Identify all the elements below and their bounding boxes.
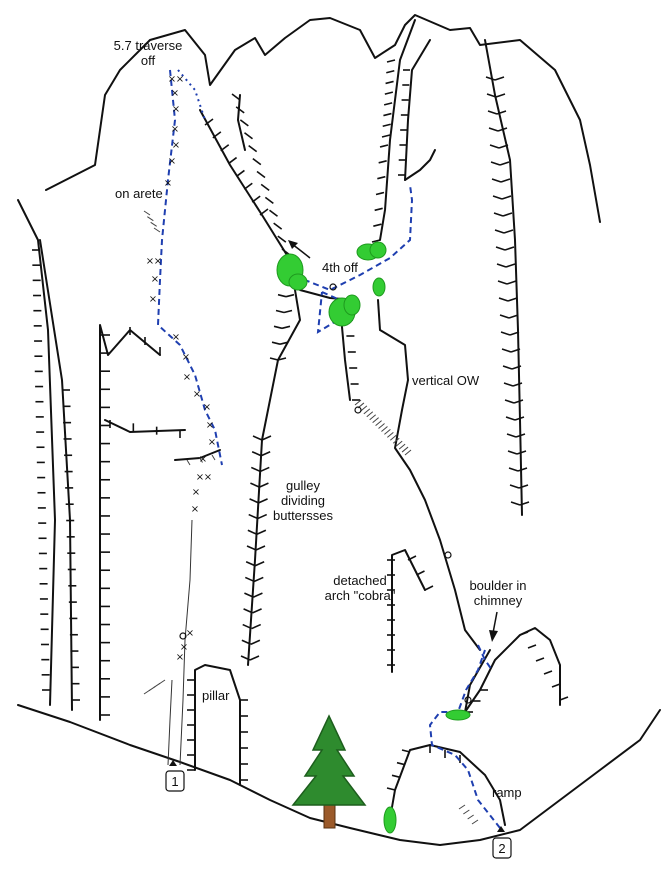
bush-icon xyxy=(372,277,386,297)
route-2-line xyxy=(428,649,501,829)
detached-arch-label: detached xyxy=(333,573,387,588)
bush-icon xyxy=(356,241,387,261)
gulley-label: gulley xyxy=(286,478,320,493)
vertical-ow-outline xyxy=(377,299,481,651)
left-roof-outline xyxy=(104,419,186,433)
bolt-icon: × xyxy=(149,294,157,305)
start-marker-label: 1 xyxy=(171,774,178,789)
bolt-icon: × xyxy=(203,402,211,413)
bolt-icon: × xyxy=(182,352,190,363)
start1-thin-line-2 xyxy=(167,679,173,766)
bolt-icon: × xyxy=(180,642,188,653)
detached-arch-label-2: arch "cobra" xyxy=(325,588,396,603)
bolt-icon: × xyxy=(171,88,179,99)
bolt-icon: × xyxy=(208,437,216,448)
gulley-crack xyxy=(199,109,301,666)
arrow-up-icon xyxy=(288,240,311,259)
piton-icon xyxy=(354,406,362,414)
right-corner-crack xyxy=(484,39,523,516)
protection-marks: ××××××××××××××××××××××××××× xyxy=(146,74,472,704)
boulder-label-2: chimney xyxy=(474,593,523,608)
gray-hatching xyxy=(143,210,479,825)
gulley-label-3: buttersses xyxy=(273,508,333,523)
vegetation xyxy=(276,241,471,834)
bolt-icon: × xyxy=(176,652,184,663)
bolt-icon: × xyxy=(192,487,200,498)
left-wall-outline xyxy=(17,199,56,706)
bolt-icon: × xyxy=(164,178,172,189)
bolt-icon: × xyxy=(151,274,159,285)
boulder-label: boulder in xyxy=(469,578,526,593)
bolt-icon: × xyxy=(199,454,207,465)
bolt-icon: × xyxy=(191,504,199,515)
ground-line xyxy=(17,704,661,846)
bush-icon xyxy=(276,253,308,291)
bolt-icon: × xyxy=(154,256,162,267)
cobra-arch-outline xyxy=(391,549,426,673)
bush-icon xyxy=(328,294,361,327)
left-flake-outline xyxy=(99,324,161,721)
right-step-outline xyxy=(404,149,436,181)
route-1-line xyxy=(156,69,223,466)
bush-icon xyxy=(445,709,471,721)
rock-outlines xyxy=(17,14,661,846)
bolt-icon: × xyxy=(172,104,180,115)
vertical-ow-label: vertical OW xyxy=(412,373,480,388)
bolt-icon: × xyxy=(193,389,201,400)
skyline-outline xyxy=(45,14,601,223)
traverse-label-2: off xyxy=(141,53,156,68)
piton-icon xyxy=(179,632,187,640)
left-wall-outline-2 xyxy=(39,239,73,711)
start-marker-2: 2 xyxy=(492,826,512,859)
bolt-icon: × xyxy=(196,472,204,483)
bolt-icon: × xyxy=(172,140,180,151)
left-ledge-outline xyxy=(174,449,221,461)
arrow-down-icon xyxy=(489,611,498,642)
labels: 5.7 traverse off on arete 4th off vertic… xyxy=(114,38,527,800)
traverse-label: 5.7 traverse xyxy=(114,38,183,53)
bolt-icon: × xyxy=(186,628,194,639)
pillar-outline xyxy=(194,664,241,786)
start-marker-1: 1 xyxy=(165,760,185,792)
bolt-icon: × xyxy=(206,420,214,431)
rock-hatching xyxy=(32,59,569,791)
bush-icon xyxy=(383,806,397,834)
start1-thin-line xyxy=(179,519,193,766)
route-lines xyxy=(156,69,501,829)
pillar-label: pillar xyxy=(202,688,230,703)
bolt-icon: × xyxy=(168,74,176,85)
piton-icon xyxy=(464,696,472,704)
bolt-icon: × xyxy=(146,256,154,267)
ramp-block-outline xyxy=(387,744,506,831)
bolt-icon: × xyxy=(183,372,191,383)
bolt-icon: × xyxy=(172,332,180,343)
route-ledge-loop xyxy=(316,291,342,334)
bolt-icon: × xyxy=(204,472,212,483)
bolt-icon: × xyxy=(171,124,179,135)
piton-icon xyxy=(444,551,452,559)
ramp-label: ramp xyxy=(492,785,522,800)
right-dihedral-outline xyxy=(379,19,416,241)
right-dihedral-inner xyxy=(404,39,431,181)
piton-icon xyxy=(329,283,337,291)
route-4th-traverse xyxy=(289,184,414,292)
gulley-label-2: dividing xyxy=(281,493,325,508)
bolt-icon: × xyxy=(168,156,176,167)
route-2-chimney xyxy=(477,644,493,671)
fourth-off-label: 4th off xyxy=(322,260,358,275)
thin-lines xyxy=(167,519,193,766)
arete-label: on arete xyxy=(115,186,163,201)
bolt-icon: × xyxy=(176,74,184,85)
central-crack xyxy=(237,94,246,151)
start-marker-label: 2 xyxy=(498,841,505,856)
tree-icon xyxy=(291,714,367,829)
